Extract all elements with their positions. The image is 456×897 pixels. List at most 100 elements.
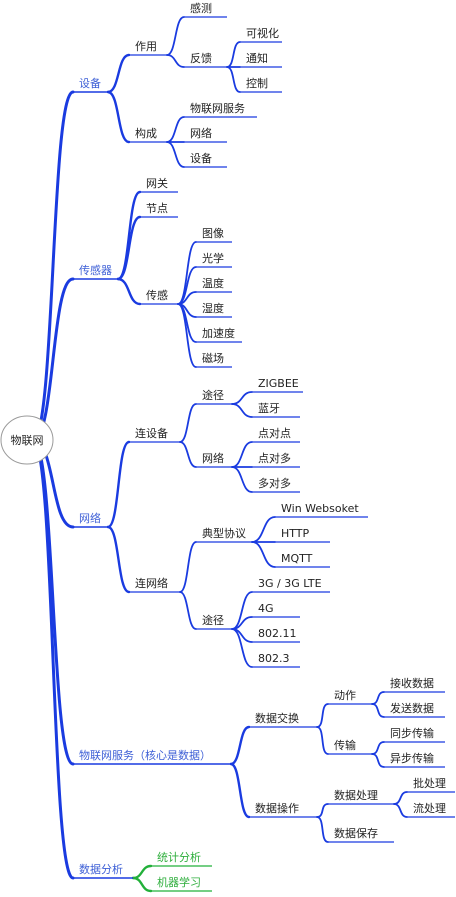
node-label-branches-0-children-0-children-0[interactable]: 感测 [190,2,212,15]
node-label-branches-0-children-0[interactable]: 作用 [135,40,157,53]
node-label-branches-4[interactable]: 数据分析 [79,862,123,876]
node-label-branches-2-children-0-children-1-children-1[interactable]: 点对多 [258,451,291,465]
node-label-branches-2-children-1-children-1-children-1[interactable]: 4G [258,602,274,615]
node-label-branches-3-children-1-children-0-children-1[interactable]: 流处理 [413,801,446,815]
node-label-branches-3-children-1-children-1[interactable]: 数据保存 [334,826,378,840]
node-label-branches-2-children-0-children-1[interactable]: 网络 [202,451,224,465]
connector-branches-1-children-2 [116,277,142,306]
connector-branches-2-children-0-children-0-children-0 [231,391,253,405]
node-label-branches-2-children-1[interactable]: 连网络 [135,576,168,590]
connector-branches-2-children-1-children-1-children-3 [231,628,253,668]
node-label-branches-2-children-0-children-1-children-2[interactable]: 多对多 [258,476,291,490]
connector-branches-2-children-1-children-0 [179,541,197,593]
node-label-branches-0-children-0-children-1[interactable]: 反馈 [190,52,212,65]
connector-branches-2-children-0 [106,440,131,529]
node-label-branches-0-children-1[interactable]: 构成 [135,126,157,140]
node-label-branches-1-children-2-children-3[interactable]: 湿度 [202,301,224,315]
node-label-branches-2[interactable]: 网络 [79,511,101,525]
node-label-branches-1-children-2-children-0[interactable]: 图像 [202,227,224,240]
connector-branches-3-children-1-children-0 [316,803,329,818]
node-label-branches-1-children-0[interactable]: 网关 [146,176,168,190]
connector-branches-3-children-0-children-1 [316,726,329,755]
connector-branches-0-children-0 [106,53,131,94]
connector-branches-3-children-1-children-0-children-1 [393,803,408,818]
node-label-branches-3-children-0-children-1-children-0[interactable]: 同步传输 [390,726,434,740]
node-label-branches-0-children-1-children-2[interactable]: 设备 [190,151,212,165]
connector-branches-0-children-0-children-0 [166,16,185,56]
connector-branches-1-children-2-children-5 [177,303,197,368]
connector-branches-0-children-1-children-2 [166,141,185,168]
node-label-branches-3-children-0[interactable]: 数据交换 [255,711,299,725]
node-label-branches-2-children-1-children-1[interactable]: 途径 [202,613,224,627]
connector-branches-0-children-0-children-1-children-2 [226,66,241,93]
node-label-branches-2-children-1-children-0-children-1[interactable]: HTTP [281,527,310,540]
connector-branches-0-children-1 [106,90,131,144]
node-label-branches-2-children-1-children-0-children-0[interactable]: Win Websoket [281,502,359,515]
connector-branches-3-children-0-children-0-children-0 [371,691,385,705]
node-label-branches-2-children-0-children-0[interactable]: 途径 [202,388,224,402]
node-label-branches-1-children-2-children-4[interactable]: 加速度 [202,326,235,340]
connector-branches-2-children-1 [106,525,131,594]
connector-branches-4-children-0 [131,864,153,880]
connector-branches-1-children-0 [116,190,142,281]
connector-branches-3-children-1-children-1 [316,816,329,843]
root-node[interactable]: 物联网 [0,415,54,465]
node-label-branches-3-children-1-children-0[interactable]: 数据处理 [334,788,378,802]
connector-branches-2-children-0-children-1-children-2 [231,466,253,493]
node-label-branches-2-children-0[interactable]: 连设备 [135,426,168,440]
connector-branches-3-children-1 [229,762,251,819]
node-label-branches-1-children-2-children-2[interactable]: 温度 [202,276,224,290]
node-label-branches-0-children-1-children-1[interactable]: 网络 [190,126,212,140]
connector-branches-2-children-0-children-0-children-1 [231,403,253,418]
connector-branches-0 [31,90,75,442]
connector-branches-0-children-0-children-1-children-0 [226,41,241,68]
node-label-branches-3-children-1[interactable]: 数据操作 [255,801,299,815]
connector-branches-0-children-0-children-1 [166,54,185,68]
connector-branches-1-children-2-children-0 [177,241,197,305]
node-label-branches-3-children-1-children-0-children-0[interactable]: 批处理 [413,776,446,790]
node-label-branches-2-children-1-children-1-children-0[interactable]: 3G / 3G LTE [258,577,322,590]
connector-branches-2-children-0-children-1 [179,441,197,468]
node-label-branches-3-children-0-children-1[interactable]: 传输 [334,738,356,752]
connector-branches-2-children-1-children-1 [179,591,197,630]
node-label-branches-3-children-0-children-0-children-1[interactable]: 发送数据 [390,701,434,715]
label-layer: 设备作用感测反馈可视化通知控制构成物联网服务网络设备传感器网关节点传感图像光学温… [79,2,446,889]
node-label-branches-2-children-1-children-0-children-2[interactable]: MQTT [281,552,313,565]
connector-branches-0-children-1-children-0 [166,116,185,143]
underline-layer [73,16,455,892]
node-label-branches-1-children-2[interactable]: 传感 [146,289,168,302]
root-label: 物联网 [11,433,44,447]
node-label-branches-4-children-0[interactable]: 统计分析 [157,850,201,864]
connector-branches-3-children-0-children-0 [316,703,329,728]
connector-branches-2-children-1-children-0-children-2 [251,541,276,568]
node-label-branches-2-children-1-children-0[interactable]: 典型协议 [202,526,246,540]
connector-branches-2-children-0-children-1-children-0 [231,441,253,468]
node-label-branches-1-children-2-children-1[interactable]: 光学 [202,251,224,265]
node-label-branches-2-children-0-children-0-children-0[interactable]: ZIGBEE [258,377,299,390]
node-label-branches-1-children-2-children-5[interactable]: 磁场 [202,351,224,365]
node-label-branches-2-children-1-children-1-children-2[interactable]: 802.11 [258,627,297,640]
node-label-branches-3-children-0-children-0[interactable]: 动作 [334,689,356,702]
node-label-branches-3[interactable]: 物联网服务（核心是数据） [79,748,211,762]
connector-branches-2-children-0-children-0 [179,403,197,443]
node-label-branches-2-children-1-children-1-children-3[interactable]: 802.3 [258,652,290,665]
node-label-branches-0-children-0-children-1-children-2[interactable]: 控制 [246,76,268,90]
node-label-branches-2-children-0-children-0-children-1[interactable]: 蓝牙 [258,402,280,415]
node-label-branches-3-children-0-children-0-children-0[interactable]: 接收数据 [390,676,434,690]
connector-branches-4-children-1 [131,876,153,893]
node-label-branches-0-children-0-children-1-children-0[interactable]: 可视化 [246,26,279,40]
node-label-branches-0[interactable]: 设备 [79,76,101,90]
node-label-branches-2-children-0-children-1-children-0[interactable]: 点对点 [258,426,291,440]
connector-branches-3-children-0-children-0-children-1 [371,703,385,718]
connector-branches-1 [31,277,75,442]
node-label-branches-1-children-1[interactable]: 节点 [146,202,168,215]
connector-branches-2-children-1-children-0-children-0 [251,516,276,543]
connector-branches-3-children-0-children-1-children-1 [371,753,385,768]
node-label-branches-0-children-0-children-1-children-1[interactable]: 通知 [246,51,268,65]
node-label-branches-1[interactable]: 传感器 [79,264,112,277]
node-label-branches-3-children-0-children-1-children-1[interactable]: 异步传输 [390,751,434,765]
node-label-branches-4-children-1[interactable]: 机器学习 [157,875,201,889]
connector-branches-3-children-1-children-0-children-0 [393,791,408,805]
node-label-branches-0-children-1-children-0[interactable]: 物联网服务 [190,101,245,115]
